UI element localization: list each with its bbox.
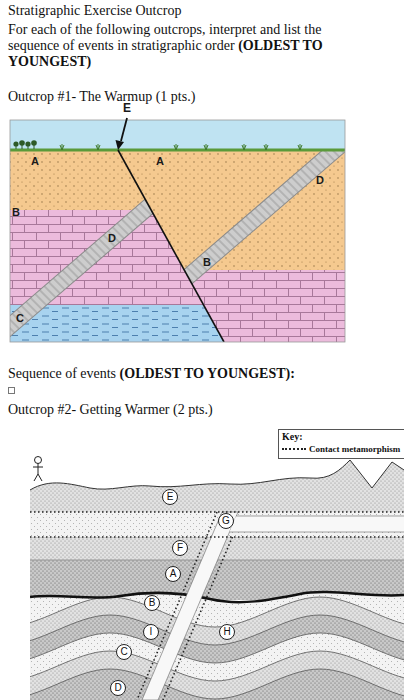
circled-letter: C <box>116 644 132 660</box>
unit-letter: F <box>177 543 183 553</box>
key-heading: Key: <box>282 431 303 442</box>
circled-letter: G <box>218 513 234 529</box>
circled-letter: F <box>172 540 188 556</box>
answer-checkbox <box>8 387 15 394</box>
layer-label: C <box>16 312 24 325</box>
unit-letter: H <box>223 627 230 637</box>
section-heading: Outcrop #1- The Warmup (1 pts.) <box>8 89 195 105</box>
unit-letter: A <box>170 569 177 579</box>
circled-letter: D <box>110 680 126 696</box>
section-heading: Outcrop #2- Getting Warmer (2 pts.) <box>8 402 213 418</box>
layer-label: B <box>12 206 20 219</box>
unit-letter: C <box>120 647 127 657</box>
layer-label: A <box>31 155 39 168</box>
legend-text: Contact metamorphism <box>309 444 400 455</box>
circled-letter: H <box>219 624 235 640</box>
worksheet-title: Stratigraphic Exercise Outcrop <box>8 3 181 19</box>
unit-letter: B <box>149 598 156 608</box>
layer-label: A <box>156 155 164 168</box>
unit-letter: G <box>222 516 230 526</box>
text-paragraph: For each of the following outcrops, inte… <box>8 22 360 70</box>
circled-letter: E <box>162 489 178 505</box>
legend-swatch <box>282 448 306 450</box>
unit-letter: E <box>167 492 174 502</box>
prompt-text: Sequence of events <box>8 366 116 381</box>
prompt-emphasis: (OLDEST TO YOUNGEST): <box>120 366 295 381</box>
circled-letter: A <box>165 566 181 582</box>
circled-letter: B <box>144 595 160 611</box>
dike-label: D <box>108 232 116 245</box>
dike-label: D <box>316 174 324 187</box>
unit-letter: D <box>114 683 121 693</box>
text-paragraph: Sequence of events (OLDEST TO YOUNGEST): <box>8 366 388 382</box>
unit-letter: I <box>150 627 153 637</box>
layer-label: B <box>203 256 211 269</box>
circled-letter: I <box>143 624 159 640</box>
fault-label: E <box>123 102 131 115</box>
